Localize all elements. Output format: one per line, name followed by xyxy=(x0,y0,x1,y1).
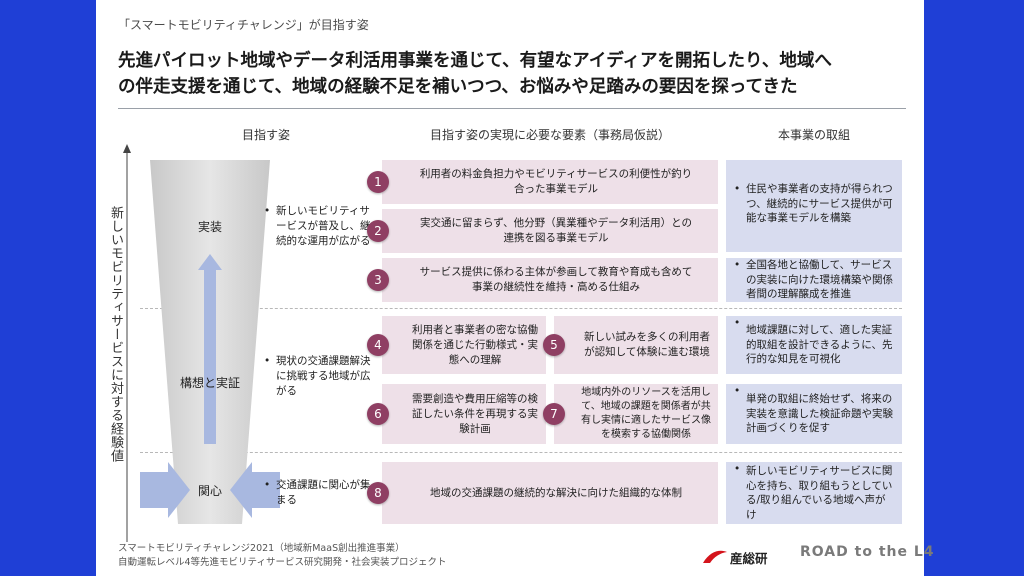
effort-text-3: 地域課題に対して、適した実証的取組を設計できるように、先行的な知見を可視化 xyxy=(746,324,893,366)
slide-subtitle: 「スマートモビリティチャレンジ」が目指す姿 xyxy=(118,18,369,32)
goal-bullet-interest: •交通課題に関心が集まる xyxy=(264,479,371,506)
element-text-3: サービス提供に係わる主体が参画して教育や育成も含めて事業の継続性を維持・高める仕… xyxy=(419,266,693,293)
element-box-4: 利用者と事業者の密な協働関係を通じた行動様式・実態への理解 xyxy=(382,316,546,374)
footer-line-1: スマートモビリティチャレンジ2021（地域新MaaS創出推進事業） xyxy=(118,543,405,554)
effort-box-1: •住民や事業者の支持が得られつつ、継続的にサービス提供が可能な事業モデルを構築 xyxy=(726,160,902,252)
slide: 「スマートモビリティチャレンジ」が目指す姿 先進パイロット地域やデータ利活用事業… xyxy=(96,0,935,576)
row-separator-2 xyxy=(140,452,902,453)
element-text-5: 新しい試みを多くの利用者が認知して体験に進む環境 xyxy=(584,331,710,358)
aist-logo: 産総研 xyxy=(702,546,792,568)
stage-implementation: 実装 xyxy=(197,220,222,234)
stage-concept: 構想と実証 xyxy=(179,376,240,390)
stage-interest: 関心 xyxy=(197,484,222,498)
goal-bullet-implementation: •新しいモビリティサービスが普及し、継続的な運用が広がる xyxy=(264,205,371,247)
element-text-4: 利用者と事業者の密な協働関係を通じた行動様式・実態への理解 xyxy=(412,323,538,366)
element-box-3: サービス提供に係わる主体が参画して教育や育成も含めて事業の継続性を維持・高める仕… xyxy=(382,258,718,302)
footer-line-2: 自動運転レベル4等先進モビリティサービス研究開発・社会実装プロジェクト xyxy=(118,557,447,568)
element-box-8: 地域の交通課題の継続的な解決に向けた組織的な体制 xyxy=(382,462,718,524)
goal-bullet-implementation-text: 新しいモビリティサービスが普及し、継続的な運用が広がる xyxy=(276,205,371,247)
goal-bullet-interest-text: 交通課題に関心が集まる xyxy=(276,479,371,506)
title-divider xyxy=(118,108,906,109)
element-text-6: 需要創造や費用圧縮等の検証したい条件を再現する実験計画 xyxy=(412,392,538,435)
element-text-8: 地域の交通課題の継続的な解決に向けた組織的な体制 xyxy=(430,486,682,499)
effort-box-2: •全国各地と協働して、サービスの実装に向けた環境構築や関係者間の理解醸成を推進 xyxy=(726,258,902,302)
y-axis-arrow xyxy=(123,144,131,542)
slide-title: 先進パイロット地域やデータ利活用事業を通じて、有望なアイディアを開拓したり、地域… xyxy=(118,48,908,100)
effort-box-5: •新しいモビリティサービスに関心を持ち、取り組もうとしている/取り組んでいる地域… xyxy=(726,462,902,524)
effort-text-2: 全国各地と協働して、サービスの実装に向けた環境構築や関係者間の理解醸成を推進 xyxy=(746,259,893,301)
goal-bullet-concept: •現状の交通課題解決に挑戦する地域が広がる xyxy=(264,355,371,397)
element-text-7: 地域内外のリソースを活用して、地域の課題を関係者が共有し実情に適したサービス像を… xyxy=(581,387,711,440)
y-axis-label: 新しいモビリティサービスに対する経験値 xyxy=(108,206,123,463)
effort-text-4: 単発の取組に終始せず、将来の実装を意識した検証命題や実験計画づくりを促す xyxy=(746,393,893,435)
goal-bullet-concept-text: 現状の交通課題解決に挑戦する地域が広がる xyxy=(276,355,371,397)
aist-swoosh-icon xyxy=(703,550,727,563)
element-text-1: 利用者の料金負担力やモビリティサービスの利便性が釣り合った事業モデル xyxy=(419,168,693,195)
element-number-4: 4 xyxy=(367,334,389,356)
column-header-goal: 目指す姿 xyxy=(241,128,290,142)
element-box-6: 需要創造や費用圧縮等の検証したい条件を再現する実験計画 xyxy=(382,384,546,444)
effort-box-4: •単発の取組に終始せず、将来の実装を意識した検証命題や実験計画づくりを促す xyxy=(726,384,902,444)
element-box-1: 利用者の料金負担力やモビリティサービスの利便性が釣り合った事業モデル xyxy=(382,160,718,204)
row-separator-1 xyxy=(140,308,902,309)
title-line-2: の伴走支援を通じて、地域の経験不足を補いつつ、お悩みや足踏みの要因を探ってきた xyxy=(118,77,798,97)
column-header-elements: 目指す姿の実現に必要な要素（事務局仮説） xyxy=(429,128,670,142)
element-box-7: 地域内外のリソースを活用して、地域の課題を関係者が共有し実情に適したサービス像を… xyxy=(554,384,718,444)
element-box-2: 実交通に留まらず、他分野（異業種やデータ利活用）との連携を図る事業モデル xyxy=(382,209,718,253)
element-number-5: 5 xyxy=(543,334,565,356)
effort-text-1: 住民や事業者の支持が得られつつ、継続的にサービス提供が可能な事業モデルを構築 xyxy=(746,183,893,224)
element-number-7: 7 xyxy=(543,403,565,425)
element-number-8: 8 xyxy=(367,482,389,504)
effort-box-3: •地域課題に対して、適した実証的取組を設計できるように、先行的な知見を可視化 xyxy=(726,316,902,374)
element-number-3: 3 xyxy=(367,269,389,291)
element-number-1: 1 xyxy=(367,171,389,193)
effort-text-5: 新しいモビリティサービスに関心を持ち、取り組もうとしている/取り組んでいる地域へ… xyxy=(746,465,893,521)
funnel-diagram xyxy=(140,160,280,524)
element-number-2: 2 xyxy=(367,220,389,242)
aist-logo-text: 産総研 xyxy=(730,550,768,566)
title-line-1: 先進パイロット地域やデータ利活用事業を通じて、有望なアイディアを開拓したり、地域… xyxy=(118,51,832,71)
road-to-l4-logo: ROAD to the L4 xyxy=(800,544,935,560)
element-text-2: 実交通に留まらず、他分野（異業種やデータ利活用）との連携を図る事業モデル xyxy=(420,217,692,244)
column-header-efforts: 本事業の取組 xyxy=(777,128,850,142)
element-box-5: 新しい試みを多くの利用者が認知して体験に進む環境 xyxy=(554,316,718,374)
element-number-6: 6 xyxy=(367,403,389,425)
